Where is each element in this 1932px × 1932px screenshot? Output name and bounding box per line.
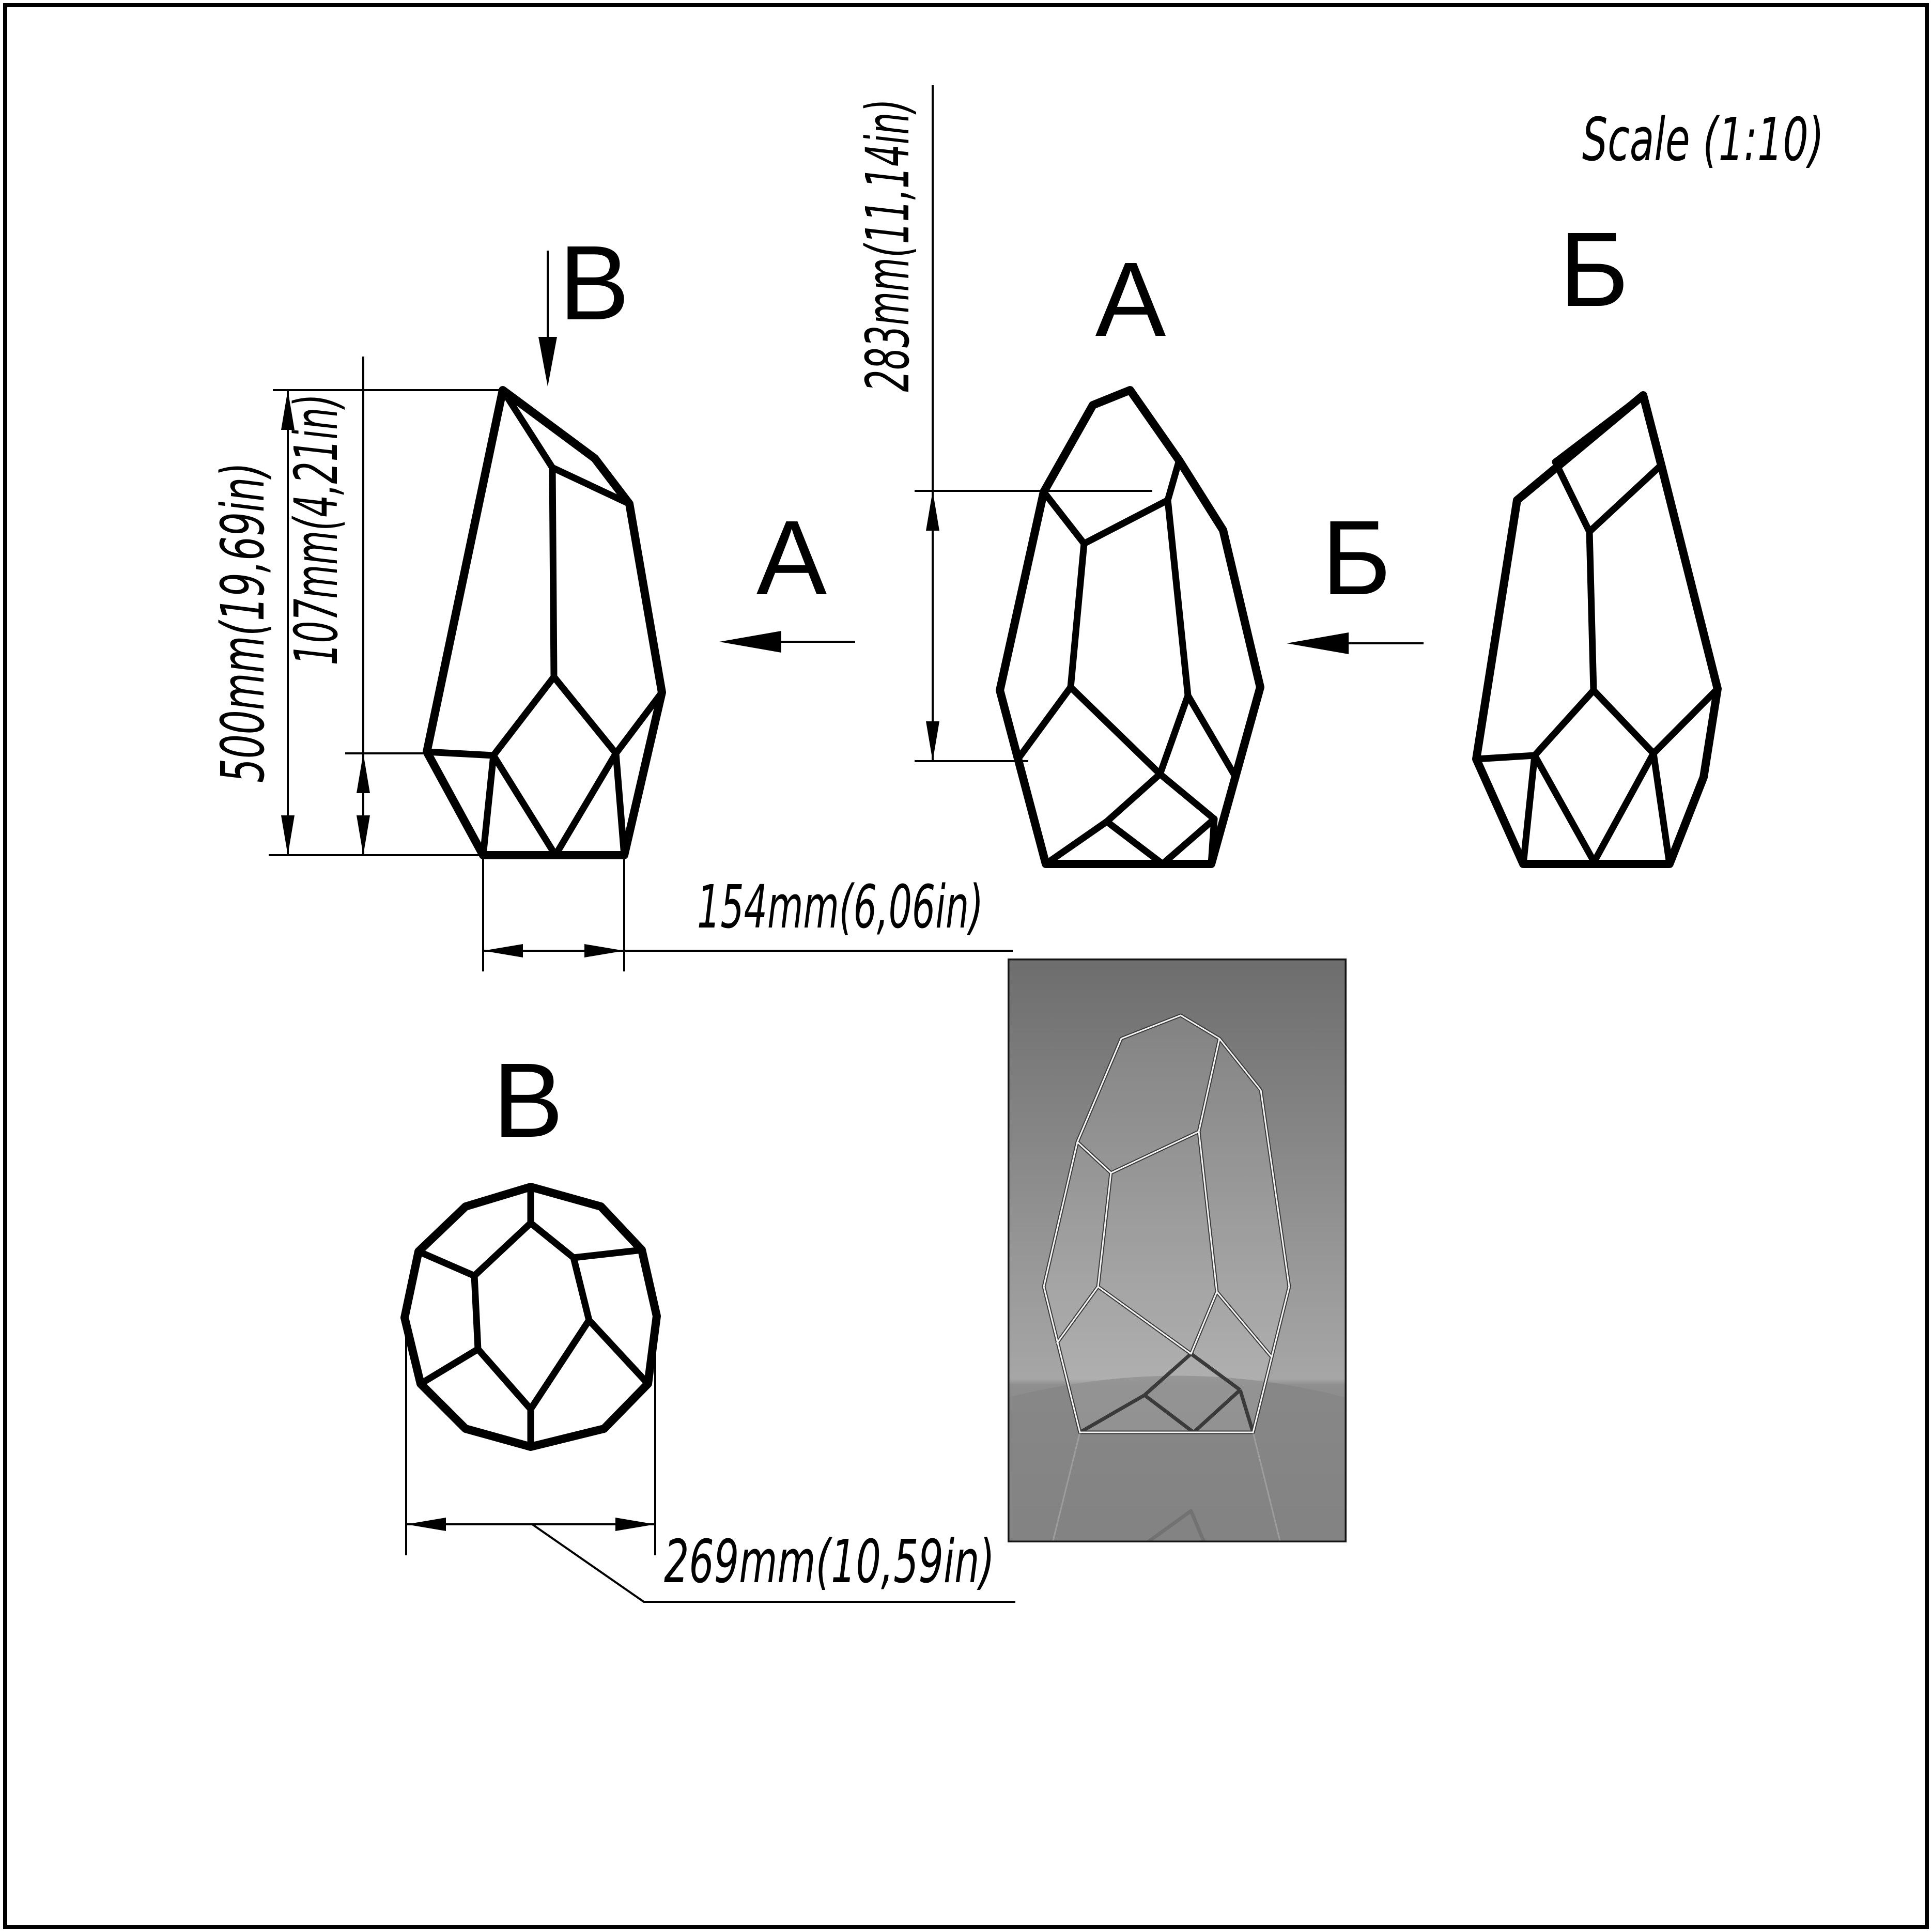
- facet-edge: [1014, 684, 1074, 763]
- view-a: А А: [719, 240, 1264, 868]
- max-width-value: 269mm(10,59in): [664, 1527, 995, 1597]
- facet-edge: [550, 673, 620, 757]
- facet-edge: [552, 750, 620, 859]
- leader-line: [531, 1523, 1015, 1603]
- render-floor: [1008, 1375, 1347, 1542]
- facet-edge: [612, 750, 628, 859]
- view-a-arrow-label: А: [756, 499, 827, 617]
- scale-note: Scale (1:10): [1582, 105, 1824, 175]
- facet-edge: [1650, 750, 1673, 868]
- facet-edge: [612, 689, 666, 757]
- dimension-overall-height: 500mm(19,69in): [209, 389, 500, 856]
- dimension-arrow-left-icon: [483, 944, 523, 957]
- facet-face: [1067, 497, 1192, 778]
- view-b-direction-arrow-icon: [1287, 632, 1349, 654]
- facet-edge: [1103, 818, 1166, 868]
- bottom-view-label: В: [493, 1041, 564, 1160]
- dimension-base-band-height: 107mm(4,21in): [282, 357, 427, 855]
- facet-edge: [1208, 815, 1218, 868]
- view-a-label: А: [1095, 240, 1166, 359]
- dimension-max-width: 269mm(10,59in): [405, 1321, 1015, 1603]
- facet-edge: [490, 752, 559, 859]
- facet-edge: [585, 1317, 652, 1387]
- facet-edge: [1531, 687, 1597, 759]
- base-band-height-value: 107mm(4,21in): [282, 394, 351, 666]
- view-b-arrow-label: Б: [1322, 499, 1392, 617]
- facet-edge: [1159, 815, 1218, 868]
- view-a-direction-arrow-icon: [719, 631, 781, 653]
- view-b-side: Б Б: [1287, 210, 1722, 868]
- upper-height-value: 283mm(11,14in): [854, 99, 923, 392]
- render-crystal-highlights: [1043, 1014, 1290, 1433]
- dimension-base-width: 154mm(6,06in): [482, 859, 1013, 971]
- facet-edge: [1590, 687, 1657, 757]
- facet-edge: [1531, 752, 1598, 865]
- view-bottom: В: [400, 1041, 661, 1451]
- facet-edge: [1156, 770, 1218, 823]
- dimension-arrow-right-icon: [615, 1518, 655, 1531]
- crystal-outline-a-view: [996, 386, 1264, 868]
- dimension-arrow-down-icon: [926, 721, 939, 761]
- dimension-arrow-up-icon: [357, 753, 370, 793]
- dimension-arrow-up-icon: [281, 390, 295, 430]
- render-image: [1008, 959, 1347, 1542]
- facet-edge: [490, 673, 558, 759]
- facet-edge: [1650, 685, 1721, 757]
- render-crystal-silhouette: [1044, 1015, 1289, 1432]
- dimension-arrow-left-icon: [406, 1518, 446, 1531]
- view-front-left: В: [423, 224, 666, 859]
- facet-edge: [480, 752, 497, 859]
- facet-edge: [1590, 750, 1657, 865]
- facet-edge: [570, 1246, 645, 1261]
- dimension-arrow-down-icon: [357, 815, 370, 855]
- facet-edge: [1042, 818, 1110, 868]
- facet-edge: [1586, 528, 1597, 694]
- dimension-upper-height: 283mm(11,14in): [854, 85, 1152, 762]
- facet-edge: [415, 1248, 478, 1279]
- crystal-outline-b-view: [1472, 391, 1722, 868]
- dimension-arrow-down-icon: [281, 815, 295, 855]
- facet-edge: [549, 464, 558, 681]
- view-b-label: Б: [1559, 210, 1629, 329]
- facet-edge: [1103, 770, 1164, 825]
- facet-edge: [417, 1346, 482, 1387]
- top-view-direction-arrow-icon: [538, 337, 557, 387]
- crystal-outline-left-view: [423, 386, 666, 859]
- facet-edge: [1552, 458, 1593, 535]
- facet-edge: [1184, 692, 1240, 781]
- facet-edge: [1552, 392, 1647, 466]
- sheet-border: [3, 3, 1929, 1929]
- dimension-arrow-right-icon: [584, 944, 624, 957]
- facet-edge: [1586, 461, 1665, 535]
- facet-edge: [1473, 752, 1538, 763]
- facet-edge: [1164, 457, 1183, 504]
- base-width-value: 154mm(6,06in): [697, 873, 983, 942]
- facet-edge: [1520, 752, 1538, 868]
- top-view-label: В: [559, 224, 630, 342]
- facet-edge: [423, 748, 497, 759]
- overall-height-value: 500mm(19,69in): [209, 462, 278, 783]
- dimension-arrow-up-icon: [926, 491, 939, 531]
- facet-edge: [1040, 488, 1088, 547]
- facet-face: [471, 1219, 593, 1413]
